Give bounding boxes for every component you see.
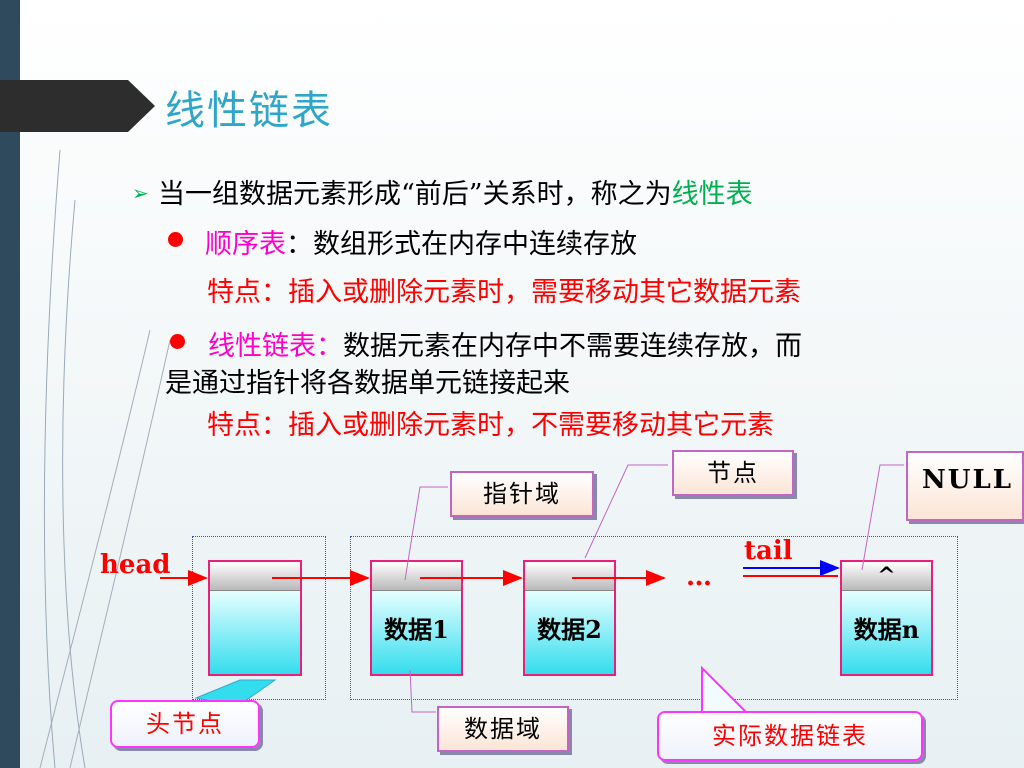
head-node-frame xyxy=(192,536,326,700)
linear-list-term: 线性表 xyxy=(671,179,753,210)
decorative-lines xyxy=(39,149,171,768)
actual-list-callout: 实际数据链表 xyxy=(657,711,923,761)
node-1-pointer xyxy=(372,562,461,591)
linked-list-desc-cont: 是通过指针将各数据单元链接起来 xyxy=(165,368,570,399)
sequential-list-desc: ：数组形式在内存中连续存放 xyxy=(286,229,637,260)
list-callout-pointer xyxy=(701,665,751,715)
sequential-list-term: 顺序表 xyxy=(205,229,286,260)
head-node-data xyxy=(210,591,300,674)
bullet-dot-icon xyxy=(170,334,185,349)
node-2-data: 数据2 xyxy=(525,591,614,674)
linked-list-line: 线性链表：数据元素在内存中不需要连续存放，而 xyxy=(208,324,802,363)
pointer-field-callout: 指针域 xyxy=(450,471,594,517)
node-2: 数据2 xyxy=(523,560,616,676)
node-2-pointer xyxy=(525,562,614,591)
head-node xyxy=(208,560,302,676)
data-list-frame xyxy=(350,536,958,700)
pointer-field-leader xyxy=(404,486,448,581)
data-field-callout: 数据域 xyxy=(437,706,569,752)
null-callout: NULL xyxy=(906,451,1024,521)
intro-text: 当一组数据元素形成“前后”关系时，称之为 xyxy=(158,179,672,210)
intro-line: 当一组数据元素形成“前后”关系时，称之为线性表 xyxy=(158,172,753,211)
node-n-data: 数据n xyxy=(842,591,931,674)
null-leader xyxy=(861,464,904,571)
linked-feature: 特点：插入或删除元素时，不需要移动其它元素 xyxy=(207,410,774,441)
data-field-leader xyxy=(409,669,436,713)
node-leader xyxy=(584,464,668,559)
arrow-bullet-icon: ➢ xyxy=(132,181,149,205)
linked-list-desc: 数据元素在内存中不需要连续存放，而 xyxy=(343,331,802,362)
node-n: ^ 数据n xyxy=(840,560,933,676)
node-1-data: 数据1 xyxy=(372,591,461,674)
sequential-list-line: 顺序表：数组形式在内存中连续存放 xyxy=(205,222,637,261)
sequential-feature: 特点：插入或删除元素时，需要移动其它数据元素 xyxy=(207,277,801,308)
tail-label: tail xyxy=(744,536,793,566)
left-accent-bar xyxy=(0,0,20,768)
head-node-pointer xyxy=(210,562,300,591)
ellipsis: … xyxy=(686,562,712,592)
head-node-callout: 头节点 xyxy=(110,700,260,748)
head-label: head xyxy=(100,550,171,580)
bullet-dot-icon xyxy=(168,232,183,247)
title-banner xyxy=(0,80,155,132)
node-1: 数据1 xyxy=(370,560,463,676)
linked-list-term: 线性链表： xyxy=(208,331,343,362)
null-marker: ^ xyxy=(842,562,931,591)
slide-title: 线性链表 xyxy=(165,88,333,134)
node-callout: 节点 xyxy=(672,450,794,496)
